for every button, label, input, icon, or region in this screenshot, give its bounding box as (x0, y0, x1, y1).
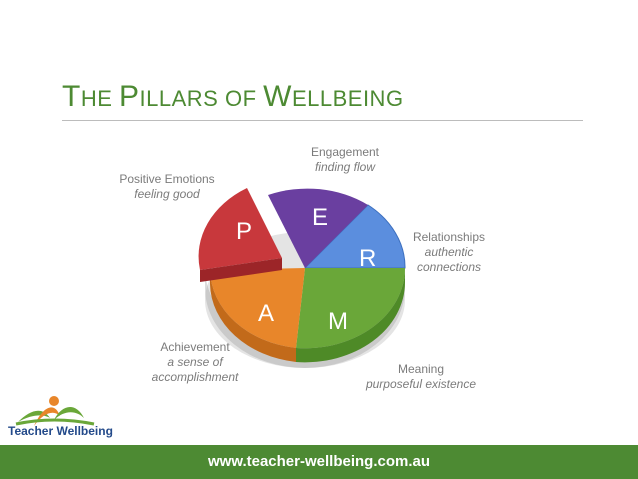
logo-text: Teacher Wellbeing (8, 424, 113, 438)
title-divider (62, 120, 583, 121)
label-relationships: Relationships authentic connections (412, 230, 486, 274)
label-achievement: Achievement a sense of accomplishment (151, 340, 239, 384)
segment-p (198, 188, 282, 270)
letter-m: M (328, 308, 348, 335)
label-meaning: Meaning purposeful existence (365, 362, 477, 391)
segment-a (210, 268, 305, 348)
label-engagement: Engagement finding flow (310, 145, 380, 174)
page-title: THE PILLARS OF WELLBEING (62, 80, 404, 113)
letter-r: R (359, 245, 376, 272)
label-positive-emotions: Positive Emotions feeling good (119, 172, 215, 201)
teacher-wellbeing-logo (15, 396, 95, 426)
segment-e (268, 188, 368, 268)
segment-r (305, 205, 406, 268)
letter-p: P (236, 218, 252, 245)
footer-url-link[interactable]: www.teacher-wellbeing.com.au (208, 453, 430, 470)
segment-m (296, 268, 406, 349)
letter-e: E (312, 204, 328, 231)
footer-bar (0, 445, 638, 479)
letter-a: A (258, 300, 274, 327)
